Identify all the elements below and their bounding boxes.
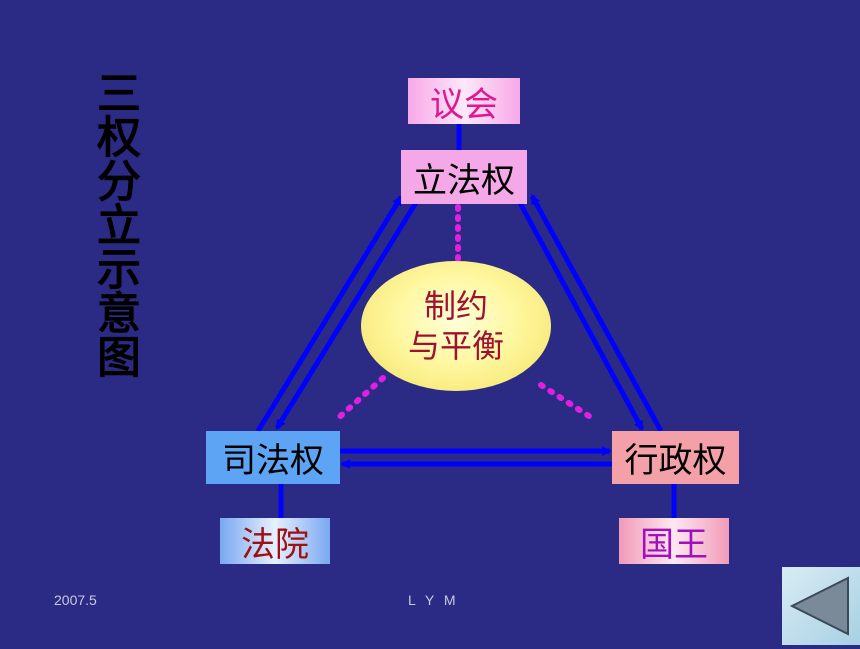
dotted-left — [333, 375, 386, 423]
center-line-2: 与平衡 — [407, 327, 504, 365]
footer-date: 2007.5 — [54, 592, 97, 608]
arrow-legislative-to-executive — [516, 199, 645, 431]
back-triangle-icon — [789, 576, 849, 636]
footer-author: L Y M — [408, 592, 459, 608]
dotted-right — [538, 382, 598, 423]
arrow-judicial-to-legislative — [255, 195, 404, 433]
back-button[interactable] — [782, 567, 860, 645]
node-court: 法院 — [220, 518, 330, 565]
node-parliament: 议会 — [408, 78, 520, 125]
arrow-executive-to-legislative — [529, 194, 664, 433]
arrow-legislative-to-judicial — [274, 199, 420, 430]
node-king: 国王 — [619, 518, 729, 565]
node-judicial-power: 司法权 — [206, 431, 340, 484]
node-executive-power: 行政权 — [612, 431, 739, 484]
node-legislative-power: 立法权 — [401, 150, 527, 204]
center-checks-and-balances: 制约 与平衡 — [361, 261, 551, 391]
slide-title: 三权分立示意图 — [89, 70, 140, 378]
center-line-1: 制约 — [423, 287, 488, 325]
